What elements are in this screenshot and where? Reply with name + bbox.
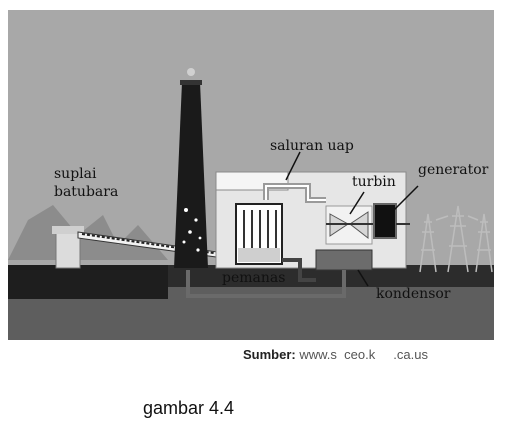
label-turbine: turbin	[352, 174, 396, 190]
boiler-fire	[238, 248, 280, 262]
coal-silo-top	[52, 226, 84, 234]
generator	[373, 203, 397, 239]
label-coal-supply-line-1: suplai	[54, 166, 97, 182]
chimney-cap	[180, 80, 202, 85]
condenser	[315, 249, 373, 271]
conveyor-coal-line	[81, 233, 235, 257]
figure-caption: gambar 4.4	[143, 398, 235, 418]
label-generator: generator	[418, 162, 489, 178]
mountains	[8, 205, 168, 260]
source-url: www.s ceo.k .ca.us	[299, 347, 428, 362]
source-credit: Sumber: www.s ceo.k .ca.us	[243, 347, 428, 362]
source-prefix: Sumber:	[243, 347, 296, 362]
transmission-towers	[419, 205, 493, 273]
ground-left-block	[8, 265, 168, 299]
chimney	[174, 82, 208, 268]
power-plant-diagram: suplai batubara saluran uap turbin gener…	[8, 10, 494, 340]
condenser-pipe	[282, 258, 316, 282]
coal-silo	[55, 231, 81, 269]
chimney-particles	[182, 208, 202, 252]
chimney-smoke	[187, 68, 195, 76]
label-pointers	[285, 151, 419, 287]
steam-pipe-inner	[265, 185, 326, 201]
cooling-water-pipe	[186, 270, 346, 298]
label-coal-supply-line-2: batubara	[54, 184, 118, 200]
boiler-tubes	[243, 210, 277, 248]
label-heater: pemanas	[222, 270, 285, 286]
label-steam-channel: saluran uap	[270, 138, 354, 154]
label-condenser: kondensor	[376, 286, 451, 302]
